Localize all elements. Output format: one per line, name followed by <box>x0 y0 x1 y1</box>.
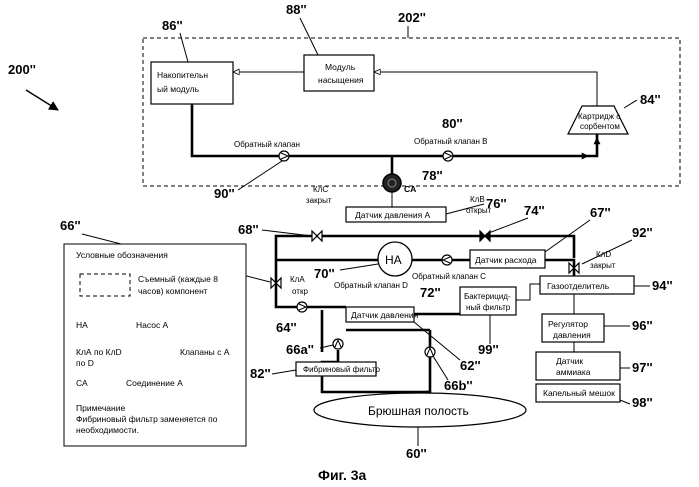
line-saturation-cartridge <box>374 72 597 107</box>
ammonia-sensor-label-1: Датчик <box>556 356 583 366</box>
saturation-module-box <box>304 55 374 91</box>
legend-note-title: Примечание <box>76 403 125 413</box>
storage-module-leader <box>180 33 188 62</box>
valve-66b-ref: 66b'' <box>444 378 473 393</box>
fibrin-filter-ref: 82'' <box>250 366 271 381</box>
pipe-fibrin-branch <box>426 330 430 392</box>
bacterial-filter-label-1: Бактерицид- <box>464 292 511 301</box>
junction-64-ref: 64'' <box>276 320 297 335</box>
cartridge-module-ref: 202'' <box>398 10 426 25</box>
figure-caption: Фиг. 3a <box>318 467 367 483</box>
pipe-fibrin-down <box>322 376 430 392</box>
degasser-ref: 94'' <box>652 278 673 293</box>
valve-a-ref: 66'' <box>60 218 81 233</box>
drip-bag-ref: 98'' <box>632 395 653 410</box>
valve-c-label-1: КлС <box>313 185 328 194</box>
legend-ca-key: СА <box>76 378 88 388</box>
cartridge-leader <box>624 100 637 108</box>
line-filter-degasser <box>516 284 540 300</box>
check-valve-top-ref: 90'' <box>214 186 235 201</box>
legend-note-2: необходимости. <box>76 425 139 435</box>
legend-removable-1: Съемный (каждые 8 <box>138 274 218 284</box>
legend-kla-key-1: КлА по КлD <box>76 347 122 357</box>
cartridge-label-2: сорбентом <box>580 122 620 131</box>
drip-bag-label: Капельный мешок <box>543 388 615 398</box>
pressure-sensor-ref: 62'' <box>460 358 481 373</box>
ammonia-sensor-label-2: аммиака <box>556 367 591 377</box>
valve-a-label-2: откр <box>292 287 308 296</box>
check-valve-c-ref: 72'' <box>420 285 441 300</box>
pressure-sensor-a-label: Датчик давления A <box>355 210 431 220</box>
legend-removable-2: часов) компонент <box>138 286 208 296</box>
valve-d-label-2: закрыт <box>590 261 616 270</box>
pump-ref: 70'' <box>314 266 335 281</box>
legend-title: Условные обозначения <box>76 250 168 260</box>
pump-leader <box>340 264 378 270</box>
drip-bag-leader <box>620 400 630 404</box>
legend-note-1: Фибриновый фильтр заменяется по <box>76 414 218 424</box>
valve-c-icon <box>312 231 322 241</box>
saturation-module-label-1: Модуль <box>325 62 356 72</box>
storage-module-box <box>151 62 233 104</box>
check-valve-d-label: Обратный клапан D <box>334 281 408 290</box>
saturation-module-label-2: насыщения <box>318 75 364 85</box>
pressure-sensor-label: Датчик давления <box>351 310 419 320</box>
check-valve-b-label: Обратный клапан B <box>414 137 488 146</box>
saturation-module-ref: 88'' <box>286 2 307 17</box>
valve-66a-ref: 66a'' <box>286 342 314 357</box>
pressure-sensor-leader <box>414 322 460 360</box>
valve-a-label-1: КлА <box>290 275 305 284</box>
valve-b-leader <box>486 218 528 234</box>
abdominal-cavity-ref: 60'' <box>406 446 427 461</box>
ammonia-sensor-ref: 97'' <box>632 360 653 375</box>
valve-b-label-2: открыт <box>466 206 492 215</box>
pump-label: НА <box>385 253 402 267</box>
legend-ha-val: Насос А <box>136 320 169 330</box>
valve-d-ref: 92'' <box>632 225 653 240</box>
flow-sensor-ref: 67'' <box>590 205 611 220</box>
storage-module-ref: 86'' <box>162 18 183 33</box>
flow-sensor-label: Датчик расхода <box>475 255 537 265</box>
fibrin-filter-leader <box>272 370 296 374</box>
bacterial-filter-label-2: ный фильтр <box>466 303 511 312</box>
pressure-regulator-label-1: Регулятор <box>548 319 588 329</box>
connection-a-ref: 78'' <box>422 168 443 183</box>
legend-kla-key-2: по D <box>76 358 94 368</box>
fibrin-filter-label: Фибриновый фильтр <box>303 365 381 374</box>
degasser-label: Газоотделитель <box>547 281 610 291</box>
valve-66b-leader <box>433 356 448 380</box>
pressure-regulator-label-2: давления <box>553 330 591 340</box>
valve-b-ref: 74'' <box>524 203 545 218</box>
system-ref-arrow <box>26 90 58 110</box>
storage-module-label-1: Накопительн <box>157 70 208 80</box>
abdominal-cavity-label: Брюшная полость <box>368 404 469 418</box>
storage-module-label-2: ый модуль <box>157 84 200 94</box>
check-valve-top-label: Обратный клапан <box>234 140 300 149</box>
legend-ha-key: НА <box>76 320 88 330</box>
cartridge-label-1: Картридж с <box>578 112 620 121</box>
cartridge-ref: 84'' <box>640 92 661 107</box>
check-valve-c-label: Обратный клапан C <box>412 272 486 281</box>
connection-a-label: CA <box>404 184 416 194</box>
connection-a-icon <box>383 174 401 192</box>
legend-ca-val: Соединение А <box>126 378 183 388</box>
saturation-module-leader <box>300 18 318 55</box>
pressure-regulator-ref: 96'' <box>632 318 653 333</box>
valve-b-label-1: КлВ <box>470 195 485 204</box>
bacterial-filter-ref: 99'' <box>478 342 499 357</box>
legend-kla-val: Клапаны с А <box>180 347 230 357</box>
valve-c-ref: 68'' <box>238 222 259 237</box>
system-ref: 200'' <box>8 62 36 77</box>
check-valve-top-leader <box>238 161 282 190</box>
valve-c-label-2: закрыт <box>306 196 332 205</box>
valve-b-icon <box>480 231 490 241</box>
check-valve-b-ref: 80'' <box>442 116 463 131</box>
